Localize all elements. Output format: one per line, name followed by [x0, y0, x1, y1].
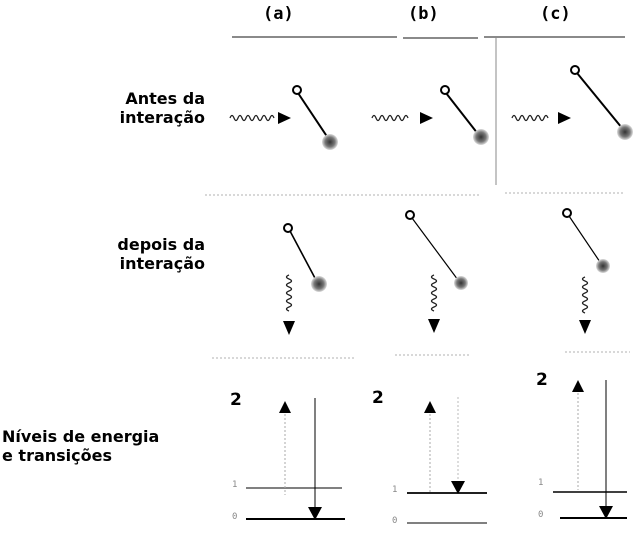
before-b [371, 85, 489, 145]
level-0-label-c: 0 [538, 510, 544, 520]
before-a [229, 85, 338, 150]
transition-arrow-c [599, 506, 613, 519]
after-a [283, 223, 327, 335]
transition-arrow-b [451, 481, 465, 494]
header-separators [232, 36, 625, 185]
photon-arrow-a [278, 112, 291, 124]
row-label-before: Antes da interação [0, 89, 205, 127]
row-label-after-line1: depois da [117, 235, 205, 254]
level-0-label-b: 0 [392, 516, 398, 526]
energy-levels-a [246, 398, 345, 520]
atom-bond-after-a [289, 230, 317, 281]
photon-wave-b [371, 114, 409, 122]
atom-electron-after-c [596, 259, 610, 273]
atom-nucleus-after-a [283, 223, 293, 233]
level-1-label-c: 1 [538, 478, 544, 488]
energy-levels-c [553, 380, 627, 519]
emitted-arrow-a [283, 321, 295, 335]
atom-electron-after-a [311, 276, 327, 292]
row-label-after: depois da interação [0, 235, 205, 273]
absorption-arrow-c [572, 380, 584, 392]
absorption-arrow-b [424, 401, 436, 413]
atom-bond-b [445, 92, 479, 135]
emitted-photon-a [285, 274, 293, 312]
after-c [562, 208, 610, 334]
atom-nucleus-a [292, 85, 302, 95]
row-label-after-line2: interação [119, 254, 205, 273]
atom-bond-a [297, 92, 329, 139]
photon-arrow-c [558, 112, 571, 124]
atom-nucleus-c [570, 65, 580, 75]
energy-levels-b [407, 397, 487, 524]
transition-arrow-a [308, 507, 322, 520]
absorption-arrow-a [279, 401, 291, 413]
emitted-photon-b [430, 274, 438, 312]
atom-electron-a [322, 134, 338, 150]
level-1-label-a: 1 [232, 480, 238, 490]
column-header-c: (c) [540, 4, 571, 24]
photon-wave-c [511, 114, 549, 122]
after-b [405, 210, 468, 333]
atom-nucleus-after-c [562, 208, 572, 218]
atom-nucleus-after-b [405, 210, 415, 220]
emitted-arrow-b [428, 319, 440, 333]
row-separators [205, 192, 630, 359]
atom-electron-b [473, 129, 489, 145]
atom-electron-c [617, 124, 633, 140]
row-label-before-line2: interação [119, 108, 205, 127]
atom-bond-after-c [568, 215, 601, 263]
emitted-photon-c [581, 276, 589, 314]
column-header-b: (b) [408, 4, 439, 24]
atom-bond-after-b [411, 217, 459, 281]
column-header-a: (a) [263, 4, 294, 24]
level-2-label-b: 2 [372, 388, 384, 408]
level-1-label-b: 1 [392, 485, 398, 495]
row-label-levels: Níveis de energia e transições [2, 427, 202, 465]
level-2-label-c: 2 [536, 370, 548, 390]
level-0-label-a: 0 [232, 512, 238, 522]
atom-bond-c [576, 72, 623, 129]
level-2-label-a: 2 [230, 390, 242, 410]
row-label-before-line1: Antes da [125, 89, 205, 108]
row-label-levels-line1: Níveis de energia [2, 427, 160, 446]
photon-wave-a [229, 114, 275, 122]
photon-arrow-b [420, 112, 433, 124]
row-label-levels-line2: e transições [2, 446, 113, 465]
emitted-arrow-c [579, 320, 591, 334]
atom-electron-after-b [454, 276, 468, 290]
before-c [511, 65, 633, 140]
atom-nucleus-b [440, 85, 450, 95]
